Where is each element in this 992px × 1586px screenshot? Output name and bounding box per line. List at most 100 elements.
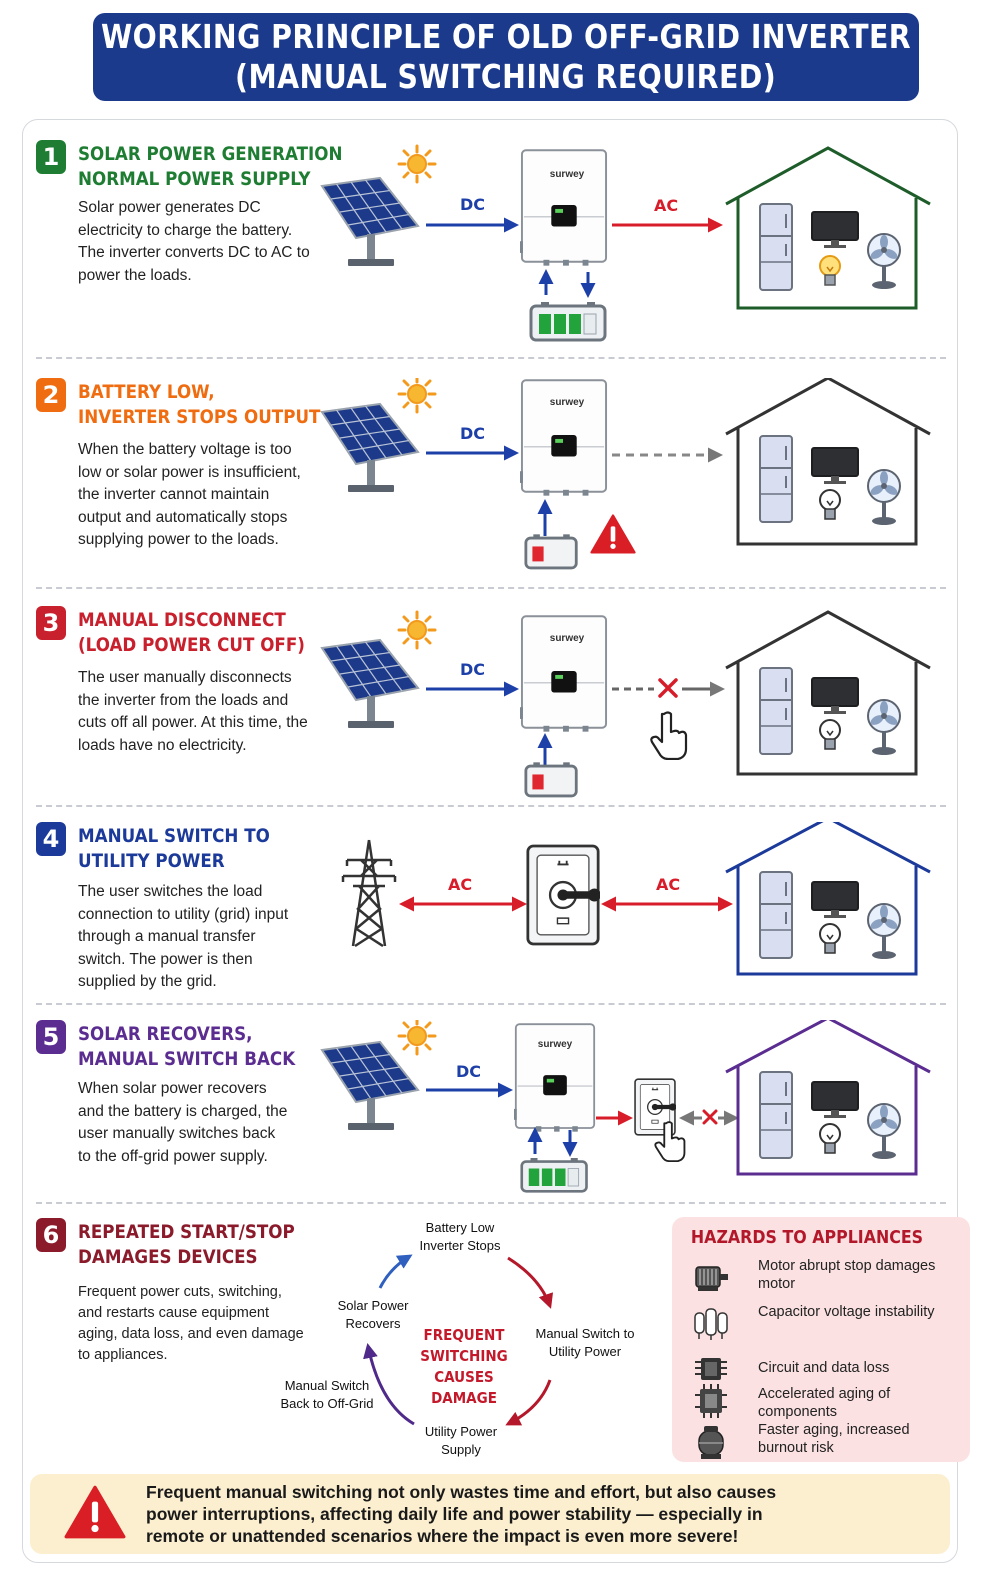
inverter-brand: surwey bbox=[550, 397, 585, 408]
fan-icon bbox=[867, 1103, 901, 1160]
fridge-icon bbox=[759, 1071, 793, 1159]
hazard-item-motor: Motor abrupt stop damages motor bbox=[692, 1257, 952, 1299]
step-2-diagram: DC surwey bbox=[321, 378, 931, 570]
transfer-switch-icon bbox=[526, 844, 600, 946]
fridge-icon bbox=[759, 203, 793, 291]
tv-icon bbox=[811, 447, 859, 485]
capacitor-icon bbox=[694, 1308, 728, 1340]
step-3-title-line1: MANUAL DISCONNECT bbox=[78, 609, 286, 631]
step-4-title-line1: MANUAL SWITCH TO bbox=[78, 825, 270, 847]
step-4-title: MANUAL SWITCH TO UTILITY POWER bbox=[78, 824, 270, 874]
step-5-title-line1: SOLAR RECOVERS, bbox=[78, 1023, 253, 1045]
hazard-text-circuit: Accelerated aging of components bbox=[758, 1386, 891, 1420]
step-1-description: Solar power generates DC electricity to … bbox=[78, 199, 310, 284]
cycle-label-top: Battery Low Inverter Stops bbox=[419, 1220, 501, 1253]
solar-panel-icon bbox=[321, 1041, 419, 1131]
step-1-diagram: DC surwey AC bbox=[321, 144, 931, 342]
step-6-description: Frequent power cuts, switching, and rest… bbox=[78, 1284, 304, 1363]
chip-icon bbox=[695, 1358, 727, 1380]
cycle-center-label: FREQUENT SWITCHING CAUSES DAMAGE bbox=[420, 1326, 508, 1407]
hazard-item-capacitor: Capacitor voltage instability bbox=[692, 1303, 952, 1345]
cycle-label-left: Solar Power Recovers bbox=[337, 1298, 409, 1331]
divider-5 bbox=[36, 1202, 946, 1204]
battery-full-icon bbox=[520, 1158, 588, 1193]
motor-icon bbox=[695, 1266, 728, 1291]
fan-icon bbox=[867, 233, 901, 290]
step-1-badge: 1 bbox=[36, 140, 66, 174]
fridge-icon bbox=[759, 435, 793, 523]
load-ac-label: AC bbox=[656, 875, 680, 894]
step-6-badge: 6 bbox=[36, 1218, 66, 1252]
step-1-title-line1: SOLAR POWER GENERATION bbox=[78, 143, 343, 165]
inverter-brand: surwey bbox=[550, 169, 585, 180]
step-5-title-line2: MANUAL SWITCH BACK bbox=[78, 1048, 296, 1070]
step-2-title-line1: BATTERY LOW, bbox=[78, 381, 215, 403]
bulb-icon bbox=[819, 719, 841, 750]
step-6-title-line2: DAMAGES DEVICES bbox=[78, 1246, 258, 1268]
tv-icon bbox=[811, 1081, 859, 1119]
hazards-panel: HAZARDS TO APPLIANCES Motor abrupt stop … bbox=[672, 1217, 970, 1462]
dc-label: DC bbox=[460, 424, 485, 443]
hazard-item-chip: Circuit and data loss bbox=[692, 1349, 952, 1391]
divider-4 bbox=[36, 1003, 946, 1005]
house-3 bbox=[725, 610, 931, 776]
step-3-diagram: DC surwey bbox=[321, 610, 931, 798]
dc-label: DC bbox=[460, 195, 485, 214]
cycle-label-bottom-left: Manual Switch Back to Off-Grid bbox=[280, 1378, 374, 1411]
hand-pointer-icon bbox=[650, 711, 688, 760]
inverter-brand: surwey bbox=[550, 633, 585, 644]
step-6-section: 6 REPEATED START/STOP DAMAGES DEVICES Fr… bbox=[36, 1218, 946, 1468]
disconnect-x-icon bbox=[658, 678, 678, 698]
step-5-title: SOLAR RECOVERS, MANUAL SWITCH BACK bbox=[78, 1022, 295, 1072]
dc-label: DC bbox=[460, 660, 485, 679]
step-5-description: When solar power recovers and the batter… bbox=[78, 1080, 288, 1165]
warning-icon bbox=[590, 514, 636, 554]
ac-label: AC bbox=[654, 196, 678, 215]
battery-low-icon bbox=[524, 762, 578, 798]
step-3-badge: 3 bbox=[36, 606, 66, 640]
step-2-description: When the battery voltage is too low or s… bbox=[78, 441, 301, 548]
hazard-text-compressor: Faster aging, increased burnout risk bbox=[758, 1422, 910, 1456]
hazard-item-circuit: Accelerated aging of components bbox=[692, 1381, 952, 1423]
sun-icon bbox=[397, 144, 437, 184]
cycle-label-bottom: Utility Power Supply bbox=[424, 1424, 498, 1457]
step-1-title: SOLAR POWER GENERATION NORMAL POWER SUPP… bbox=[78, 142, 342, 192]
house-2 bbox=[725, 378, 931, 546]
title-banner: WORKING PRINCIPLE OF OLD OFF-GRID INVERT… bbox=[93, 13, 919, 101]
house-4 bbox=[725, 822, 931, 976]
sun-icon bbox=[397, 378, 437, 414]
hazards-title: HAZARDS TO APPLIANCES bbox=[690, 1227, 924, 1248]
circuit-board-icon bbox=[695, 1384, 727, 1418]
hazard-text-motor: Motor abrupt stop damages motor bbox=[758, 1258, 936, 1292]
step-5-badge: 5 bbox=[36, 1020, 66, 1054]
divider-1 bbox=[36, 357, 946, 359]
step-2-title-line2: INVERTER STOPS OUTPUT bbox=[78, 406, 321, 428]
step-3-title-line2: (LOAD POWER CUT OFF) bbox=[78, 634, 305, 656]
step-3-section: 3 MANUAL DISCONNECT (LOAD POWER CUT OFF)… bbox=[36, 606, 946, 801]
fan-icon bbox=[867, 469, 901, 526]
step-2-badge: 2 bbox=[36, 378, 66, 412]
tv-icon bbox=[811, 211, 859, 249]
bulb-icon bbox=[819, 1123, 841, 1154]
step-3-title: MANUAL DISCONNECT (LOAD POWER CUT OFF) bbox=[78, 608, 305, 658]
divider-2 bbox=[36, 587, 946, 589]
solar-panel-icon bbox=[321, 177, 419, 267]
hazard-text-chip: Circuit and data loss bbox=[758, 1360, 890, 1376]
step-5-section: 5 SOLAR RECOVERS, MANUAL SWITCH BACK Whe… bbox=[36, 1020, 946, 1200]
fridge-icon bbox=[759, 871, 793, 959]
page-title: WORKING PRINCIPLE OF OLD OFF-GRID INVERT… bbox=[100, 17, 912, 56]
step-4-diagram: AC AC bbox=[341, 822, 931, 976]
bulb-icon bbox=[819, 255, 841, 286]
fan-icon bbox=[867, 699, 901, 756]
step-6-title-line1: REPEATED START/STOP bbox=[78, 1221, 295, 1243]
sun-icon bbox=[397, 610, 437, 650]
solar-panel-icon bbox=[321, 639, 419, 729]
step-2-title: BATTERY LOW, INVERTER STOPS OUTPUT bbox=[78, 380, 320, 430]
inverter-icon bbox=[520, 149, 608, 266]
divider-3 bbox=[36, 805, 946, 807]
battery-full-icon bbox=[529, 302, 607, 342]
step-4-badge: 4 bbox=[36, 822, 66, 856]
step-5-diagram: DC surwey bbox=[321, 1020, 931, 1193]
inverter-brand: surwey bbox=[538, 1039, 573, 1050]
tv-icon bbox=[811, 677, 859, 715]
